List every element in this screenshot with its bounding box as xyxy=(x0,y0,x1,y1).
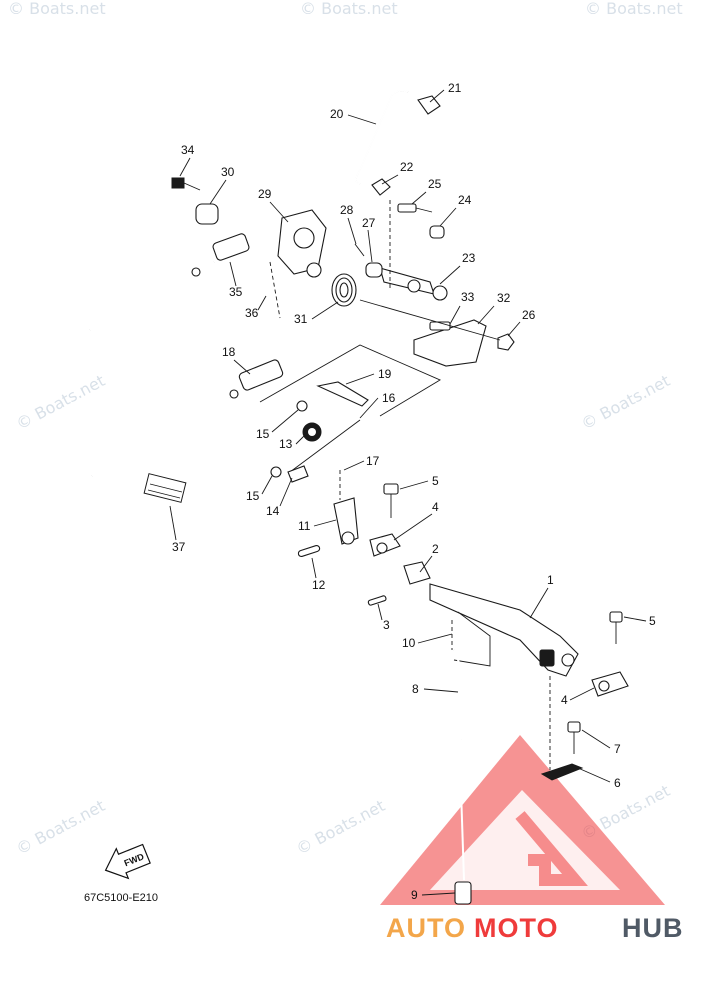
callout: 16 xyxy=(382,391,396,405)
callout: 37 xyxy=(172,540,186,554)
callout: 19 xyxy=(378,367,392,381)
callout: 24 xyxy=(458,193,472,207)
callout: 15 xyxy=(246,489,260,503)
lower-assembly xyxy=(367,483,629,905)
watermark: © Boats.net xyxy=(300,0,398,18)
watermark-layer: © Boats.net © Boats.net © Boats.net © Bo… xyxy=(8,0,683,859)
fwd-arrow-icon: FWD xyxy=(104,843,151,880)
callout: 34 xyxy=(181,143,195,157)
callout: 25 xyxy=(428,177,442,191)
callout: 2 xyxy=(432,542,439,556)
callout: 29 xyxy=(258,187,272,201)
callout: 5 xyxy=(432,474,439,488)
brand-part-moto: MOTO xyxy=(474,913,559,943)
callout-layer: 1 2 3 4 4 5 5 6 7 8 9 10 11 12 13 14 15 … xyxy=(169,81,656,902)
callout: 5 xyxy=(649,614,656,628)
automotohub-logo-mark xyxy=(380,735,665,905)
brand-part-hub: HUB xyxy=(622,913,684,943)
callout: 13 xyxy=(279,437,293,451)
callout: 11 xyxy=(298,519,311,533)
callout: 23 xyxy=(462,251,476,265)
callout: 8 xyxy=(412,682,419,696)
callout: 4 xyxy=(561,693,568,707)
spring-part xyxy=(331,273,357,307)
brand-part-auto: AUTO xyxy=(386,913,466,943)
callout: 1 xyxy=(547,573,554,587)
automotohub-brand: AUTO MOTO HUB xyxy=(386,913,684,943)
watermark: © Boats.net xyxy=(13,796,108,859)
watermark: © Boats.net xyxy=(578,371,673,434)
callout: 32 xyxy=(497,291,511,305)
watermark: © Boats.net xyxy=(13,371,108,434)
callout: 28 xyxy=(340,203,354,217)
callout: 35 xyxy=(229,285,243,299)
watermark: © Boats.net xyxy=(8,0,106,18)
callout: 30 xyxy=(221,165,235,179)
upper-assembly xyxy=(89,89,515,367)
callout: 14 xyxy=(266,504,280,518)
callout: 7 xyxy=(614,742,621,756)
callout: 33 xyxy=(461,290,475,304)
callout: 17 xyxy=(366,454,380,468)
callout: 10 xyxy=(402,636,416,650)
watermark: © Boats.net xyxy=(293,796,388,859)
callout: 9 xyxy=(411,888,418,902)
callout: 3 xyxy=(383,618,390,632)
callout: 4 xyxy=(432,500,439,514)
callout: 22 xyxy=(400,160,414,174)
callout: 21 xyxy=(448,81,462,95)
callout: 6 xyxy=(614,776,621,790)
callout: 36 xyxy=(245,306,259,320)
diagram-code: 67C5100-E210 xyxy=(84,892,158,904)
callout: 31 xyxy=(294,312,308,326)
callout: 12 xyxy=(312,578,326,592)
middle-assembly xyxy=(91,344,441,558)
callout: 26 xyxy=(522,308,536,322)
callout: 18 xyxy=(222,345,236,359)
watermark: © Boats.net xyxy=(585,0,683,18)
callout: 27 xyxy=(362,216,376,230)
callout: 20 xyxy=(330,107,344,121)
callout: 15 xyxy=(256,427,270,441)
